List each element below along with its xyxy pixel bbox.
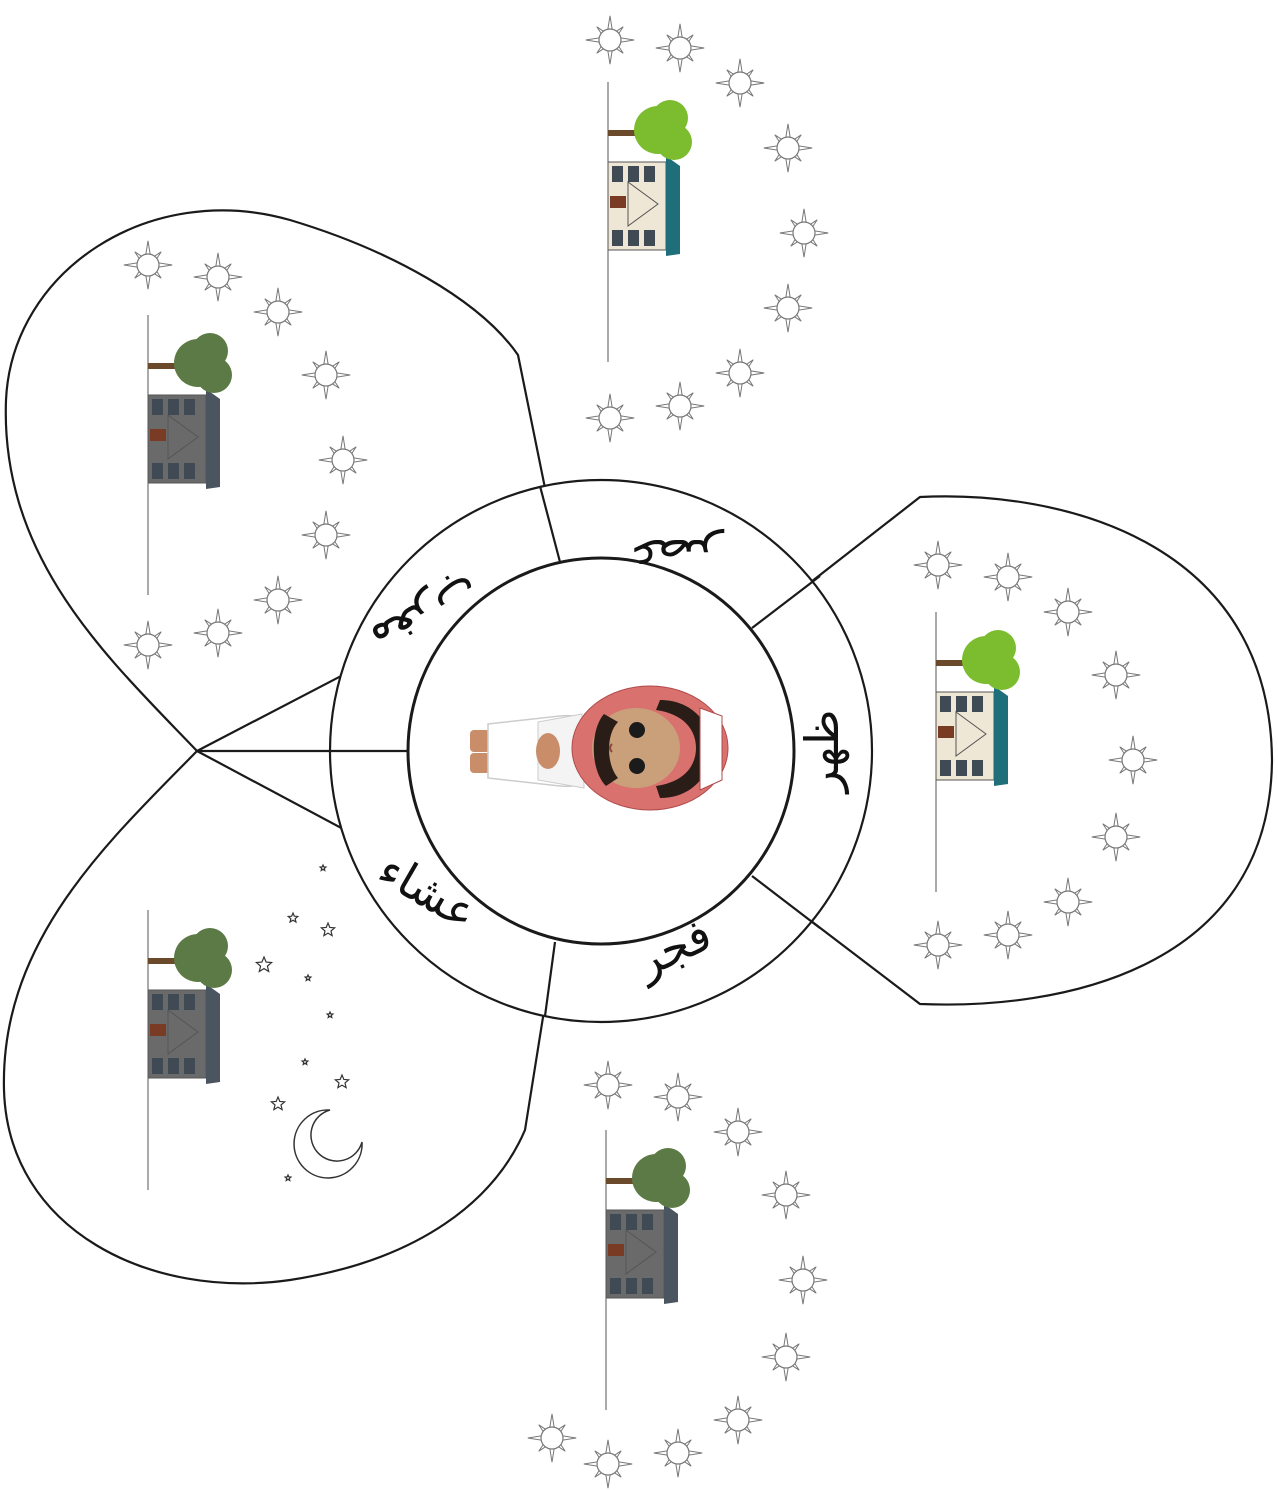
house-icon bbox=[607, 156, 680, 256]
sun-icon bbox=[193, 608, 243, 658]
sun-icon bbox=[527, 1413, 577, 1463]
sun-icon bbox=[715, 58, 765, 108]
sun-icon bbox=[653, 1428, 703, 1478]
star-icon bbox=[300, 1057, 310, 1066]
sun-icon bbox=[763, 123, 813, 173]
sun-icon bbox=[763, 283, 813, 333]
sun-icon bbox=[713, 1395, 763, 1445]
sun-icon bbox=[1043, 877, 1093, 927]
sun-icon bbox=[301, 350, 351, 400]
sun-icon bbox=[585, 393, 635, 443]
star-icon bbox=[269, 1095, 287, 1111]
house-icon bbox=[147, 984, 220, 1084]
sun-icon bbox=[123, 240, 173, 290]
sun-icon bbox=[713, 1107, 763, 1157]
sun-icon bbox=[983, 552, 1033, 602]
sun-icon bbox=[583, 1060, 633, 1110]
tree-icon bbox=[608, 100, 692, 160]
star-icon bbox=[318, 863, 328, 872]
sun-icon bbox=[583, 1439, 633, 1489]
house-icon bbox=[147, 389, 220, 489]
sun-icon bbox=[301, 510, 351, 560]
star-icon bbox=[319, 921, 337, 937]
sun-icon bbox=[1043, 587, 1093, 637]
child-figure bbox=[470, 685, 729, 811]
prayer-label-asr: عصر bbox=[630, 528, 725, 583]
sun-icon bbox=[1108, 735, 1158, 785]
sun-icon bbox=[585, 15, 635, 65]
sun-icon bbox=[318, 435, 368, 485]
sun-icon bbox=[653, 1072, 703, 1122]
scene-fajr-piece bbox=[527, 1060, 828, 1489]
scene-asr-piece bbox=[585, 15, 829, 443]
star-icon bbox=[283, 1173, 293, 1182]
divider-dhuhr-asr bbox=[751, 575, 821, 629]
scene-maghrib bbox=[123, 240, 368, 670]
sun-icon bbox=[1091, 650, 1141, 700]
sun-icon bbox=[123, 620, 173, 670]
sun-icon bbox=[779, 208, 829, 258]
sun-icon bbox=[761, 1170, 811, 1220]
tree-icon bbox=[606, 1148, 690, 1208]
petal-dhuhr bbox=[750, 495, 1274, 1006]
sun-icon bbox=[253, 287, 303, 337]
divider-asr-maghrib bbox=[538, 485, 562, 563]
star-icon bbox=[303, 973, 313, 982]
scene-dhuhr bbox=[913, 540, 1158, 970]
tree-icon bbox=[148, 928, 232, 988]
house-icon bbox=[605, 1204, 678, 1304]
tree-icon bbox=[936, 630, 1020, 690]
star-icon bbox=[325, 1010, 335, 1019]
sun-icon bbox=[913, 540, 963, 590]
sun-icon bbox=[913, 920, 963, 970]
prayer-label-dhuhr: ظهر bbox=[795, 709, 850, 794]
sun-icon bbox=[778, 1255, 828, 1305]
star-icon bbox=[333, 1073, 351, 1089]
sun-icon bbox=[761, 1332, 811, 1382]
star-icon bbox=[286, 911, 300, 924]
divider-fajr-dhuhr bbox=[751, 875, 821, 929]
house-icon bbox=[935, 686, 1008, 786]
sun-icon bbox=[983, 910, 1033, 960]
divider-isha-fajr bbox=[543, 941, 557, 1017]
scene-isha bbox=[147, 863, 363, 1190]
sun-icon bbox=[715, 348, 765, 398]
sun-icon bbox=[253, 575, 303, 625]
sun-icon bbox=[655, 23, 705, 73]
moon-icon bbox=[293, 1109, 363, 1179]
sun-icon bbox=[193, 252, 243, 302]
sun-icon bbox=[1091, 812, 1141, 862]
tree-icon bbox=[148, 333, 232, 393]
sun-icon bbox=[655, 381, 705, 431]
star-icon bbox=[254, 955, 274, 973]
